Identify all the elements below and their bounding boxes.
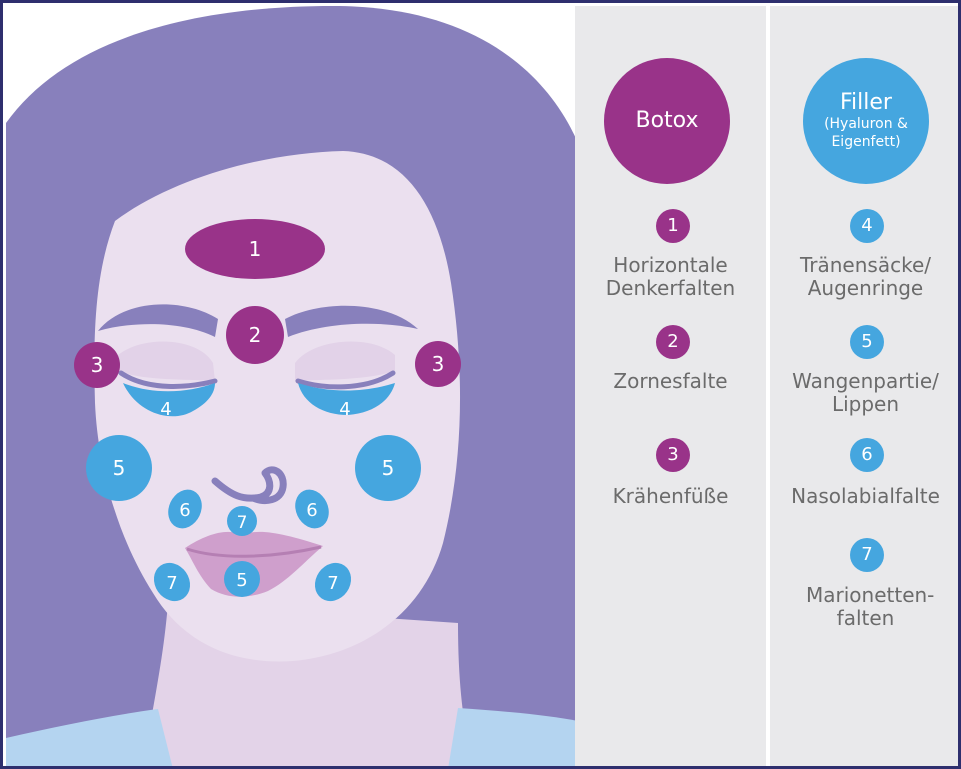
marker-nasolabial-right: 6 — [295, 489, 329, 529]
svg-text:3: 3 — [432, 352, 445, 376]
filler-item-7-label: Marionetten- falten — [806, 583, 935, 630]
shoulder-left — [6, 709, 173, 766]
botox-item-3-number: 3 — [656, 438, 690, 472]
undereye-right — [298, 383, 395, 415]
marker-cheek-right: 5 — [355, 435, 421, 501]
botox-badge: Botox — [604, 58, 730, 184]
marker-crow-right: 3 — [415, 341, 461, 387]
marker-crow-left: 3 — [74, 342, 120, 388]
svg-text:7: 7 — [237, 513, 248, 533]
svg-text:3: 3 — [91, 353, 104, 377]
svg-text:5: 5 — [382, 456, 395, 480]
eyelid-left — [118, 341, 215, 381]
face-illustration: 1 2 3 3 4 4 5 5 6 — [6, 6, 578, 766]
svg-text:7: 7 — [166, 573, 177, 594]
svg-text:6: 6 — [306, 500, 317, 521]
undereye-left — [123, 383, 215, 417]
svg-text:7: 7 — [327, 573, 338, 594]
svg-text:5: 5 — [236, 570, 247, 591]
lash-right — [295, 370, 396, 390]
filler-item-6-number: 6 — [850, 438, 884, 472]
filler-item-4-number: 4 — [850, 209, 884, 243]
lip-line — [186, 545, 322, 558]
face-skin — [94, 151, 461, 662]
svg-text:4: 4 — [160, 399, 171, 420]
marker-marionette-right: 7 — [314, 562, 352, 602]
filler-item-5-label: Wangenpartie/ Lippen — [792, 369, 939, 416]
filler-item-5-number: 5 — [850, 325, 884, 359]
botox-item-3-label: Krähenfüße — [612, 484, 729, 508]
botox-column: Botox 1 Horizontale Denkerfalten 2 Zorne… — [575, 6, 766, 766]
eyebrow-left — [98, 304, 218, 337]
marker-nasolabial-left: 6 — [168, 489, 202, 529]
eyelid-right — [295, 341, 395, 381]
marker-glabella: 2 — [226, 306, 284, 364]
marker-forehead: 1 — [185, 219, 325, 279]
marker-upper-lip: 7 — [227, 506, 257, 536]
botox-item-2-number: 2 — [656, 325, 690, 359]
filler-title: Filler — [840, 90, 892, 115]
botox-title: Botox — [635, 108, 699, 133]
botox-item-1-number: 1 — [656, 209, 690, 243]
svg-text:5: 5 — [113, 456, 126, 480]
filler-item-4-label: Tränensäcke/ Augenringe — [800, 253, 931, 300]
svg-text:6: 6 — [179, 500, 190, 521]
filler-item-7-number: 7 — [850, 538, 884, 572]
botox-item-1-label: Horizontale Denkerfalten — [605, 253, 736, 300]
shoulder-right — [448, 708, 578, 766]
marker-undereye-right: 4 — [339, 399, 350, 420]
svg-text:4: 4 — [339, 399, 350, 420]
svg-text:2: 2 — [249, 323, 262, 347]
eyebrow-right — [285, 305, 418, 337]
lips — [185, 531, 323, 597]
nose — [211, 466, 287, 504]
marker-cheek-left: 5 — [86, 435, 152, 501]
botox-item-2-label: Zornesfalte — [613, 369, 728, 393]
marker-marionette-left: 7 — [153, 562, 191, 602]
filler-subtitle: (Hyaluron & Eigenfett) — [824, 116, 908, 150]
filler-column: Filler (Hyaluron & Eigenfett) 4 Tränensä… — [770, 6, 958, 766]
marker-undereye-left: 4 — [160, 399, 171, 420]
marker-lower-lip: 5 — [224, 561, 260, 597]
filler-badge: Filler (Hyaluron & Eigenfett) — [803, 58, 929, 184]
filler-item-6-label: Nasolabialfalte — [791, 484, 940, 508]
svg-text:1: 1 — [249, 237, 262, 261]
lash-left — [118, 370, 218, 389]
